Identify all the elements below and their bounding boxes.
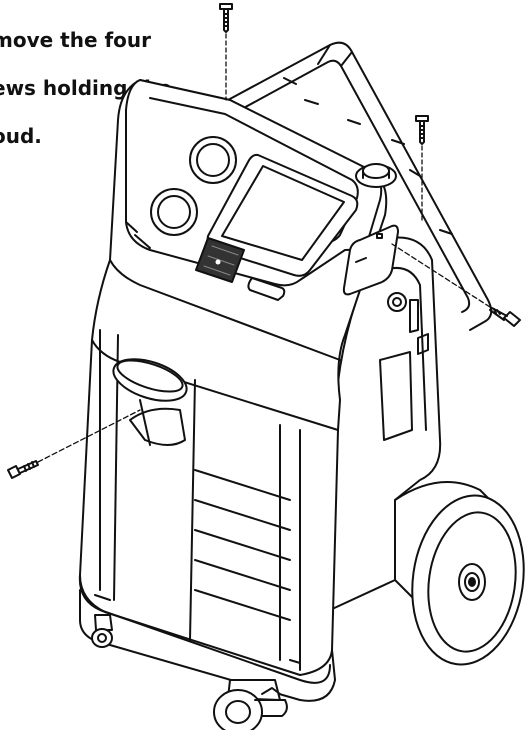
left-gauge-icon [189, 136, 237, 184]
top-knob [355, 163, 397, 188]
instruction-line-1: move the four [0, 28, 152, 52]
instruction-line-3: oud. [0, 124, 42, 148]
right-wheel [394, 481, 525, 666]
handle-frame [227, 41, 493, 331]
card-slot [247, 277, 286, 301]
front-caster [213, 679, 288, 730]
left-caster [91, 614, 113, 648]
screw-right [391, 243, 521, 327]
screw-top-left [219, 3, 233, 101]
screw-left [7, 409, 141, 479]
side-port-icon [387, 292, 407, 312]
lower-gauge-icon [150, 188, 198, 236]
speaker-grille [195, 237, 245, 283]
display-screen [206, 153, 359, 277]
screw-top-right [415, 115, 429, 221]
side-bracket [342, 224, 399, 296]
front-grip [112, 358, 188, 446]
